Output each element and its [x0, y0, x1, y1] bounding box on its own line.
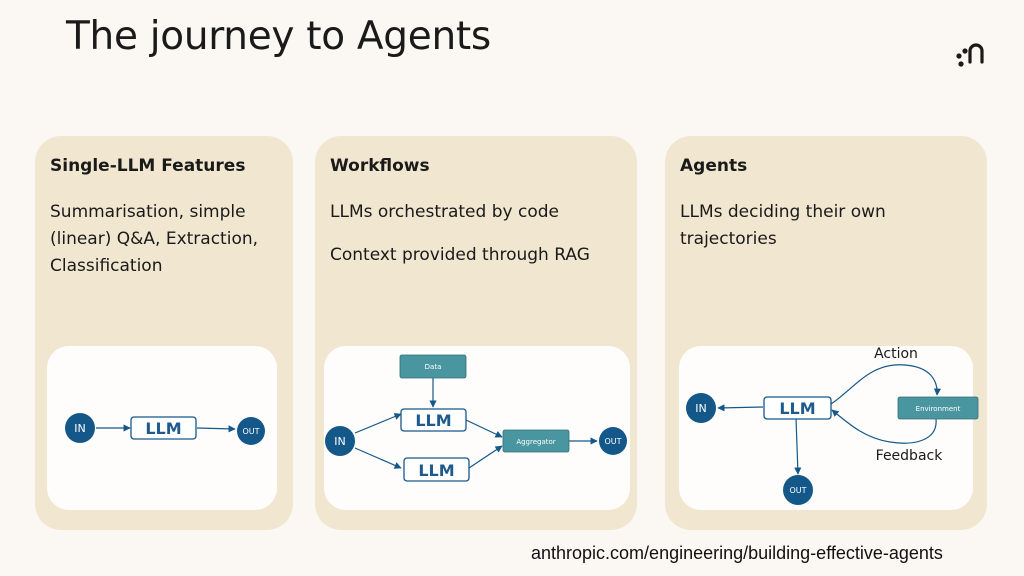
edge-llm-top-agg	[465, 419, 503, 438]
edge-feedback	[831, 409, 937, 444]
edge-in-llm-top	[354, 413, 402, 434]
edge-llm-in	[717, 404, 764, 412]
slide-title: The journey to Agents	[66, 14, 491, 59]
aggregator-label: Aggregator	[516, 438, 555, 446]
workflows-card: Workflows LLMs orchestrated by code Cont…	[315, 136, 637, 530]
out-node	[237, 417, 265, 445]
in-node-label: IN	[74, 422, 85, 435]
llm-label: LLM	[145, 419, 181, 438]
in-node-label: IN	[695, 402, 706, 415]
out-node	[783, 475, 813, 505]
diagram-panel	[679, 346, 973, 510]
edge-action	[830, 364, 942, 405]
environment-label: Environment	[916, 405, 961, 413]
card-title: Workflows	[330, 156, 430, 176]
source-link[interactable]: anthropic.com/engineering/building-effec…	[531, 543, 943, 563]
edge-llm-bottom-agg	[468, 445, 503, 469]
out-node-label: OUT	[789, 486, 806, 495]
data-box	[399, 354, 467, 379]
workflows-diagram: Data IN LLM LLM Aggregator OUT	[325, 354, 627, 482]
card-text-line: Summarisation, simple (linear) Q&A, Extr…	[50, 202, 259, 276]
card-text-line: Context provided through RAG	[330, 245, 590, 265]
single-llm-diagram: IN LLM OUT	[65, 413, 265, 445]
feedback-label: Feedback	[876, 448, 944, 464]
llm-label: LLM	[779, 399, 815, 418]
edge-llm-out	[794, 417, 802, 475]
card-title: Agents	[680, 156, 748, 176]
in-node	[65, 413, 95, 443]
out-node-label: OUT	[242, 427, 259, 436]
llm-bottom-label: LLM	[418, 461, 454, 480]
action-label: Action	[874, 346, 918, 362]
edge-in-llm-bottom	[354, 447, 402, 469]
in-node	[325, 426, 355, 456]
edge-llm-out	[196, 425, 236, 433]
llm-top-label: LLM	[415, 411, 451, 430]
environment-box	[897, 396, 979, 420]
agents-card: Agents LLMs deciding their own trajector…	[665, 136, 987, 530]
out-node	[599, 427, 627, 455]
card-description: Summarisation, simple (linear) Q&A, Extr…	[50, 199, 280, 296]
aggregator-box	[502, 429, 570, 453]
llm-box	[130, 416, 197, 440]
llm-box	[763, 396, 832, 420]
card-text-line: LLMs orchestrated by code	[330, 202, 559, 222]
card-description: LLMs deciding their own trajectories	[680, 199, 987, 269]
card-description: LLMs orchestrated by code Context provid…	[330, 199, 590, 285]
agents-diagram: IN LLM Environment Action Feedback OUT	[686, 346, 979, 505]
card-title: Single-LLM Features	[50, 156, 246, 176]
in-node-label: IN	[334, 435, 345, 448]
out-node-label: OUT	[604, 437, 621, 446]
llm-box-top	[400, 408, 467, 432]
llm-box-bottom	[403, 457, 470, 482]
card-text-line: LLMs deciding their own trajectories	[680, 202, 886, 249]
in-node	[686, 393, 716, 423]
brand-logo-icon	[956, 43, 984, 67]
data-label: Data	[425, 363, 442, 371]
diagram-panel	[324, 346, 630, 510]
